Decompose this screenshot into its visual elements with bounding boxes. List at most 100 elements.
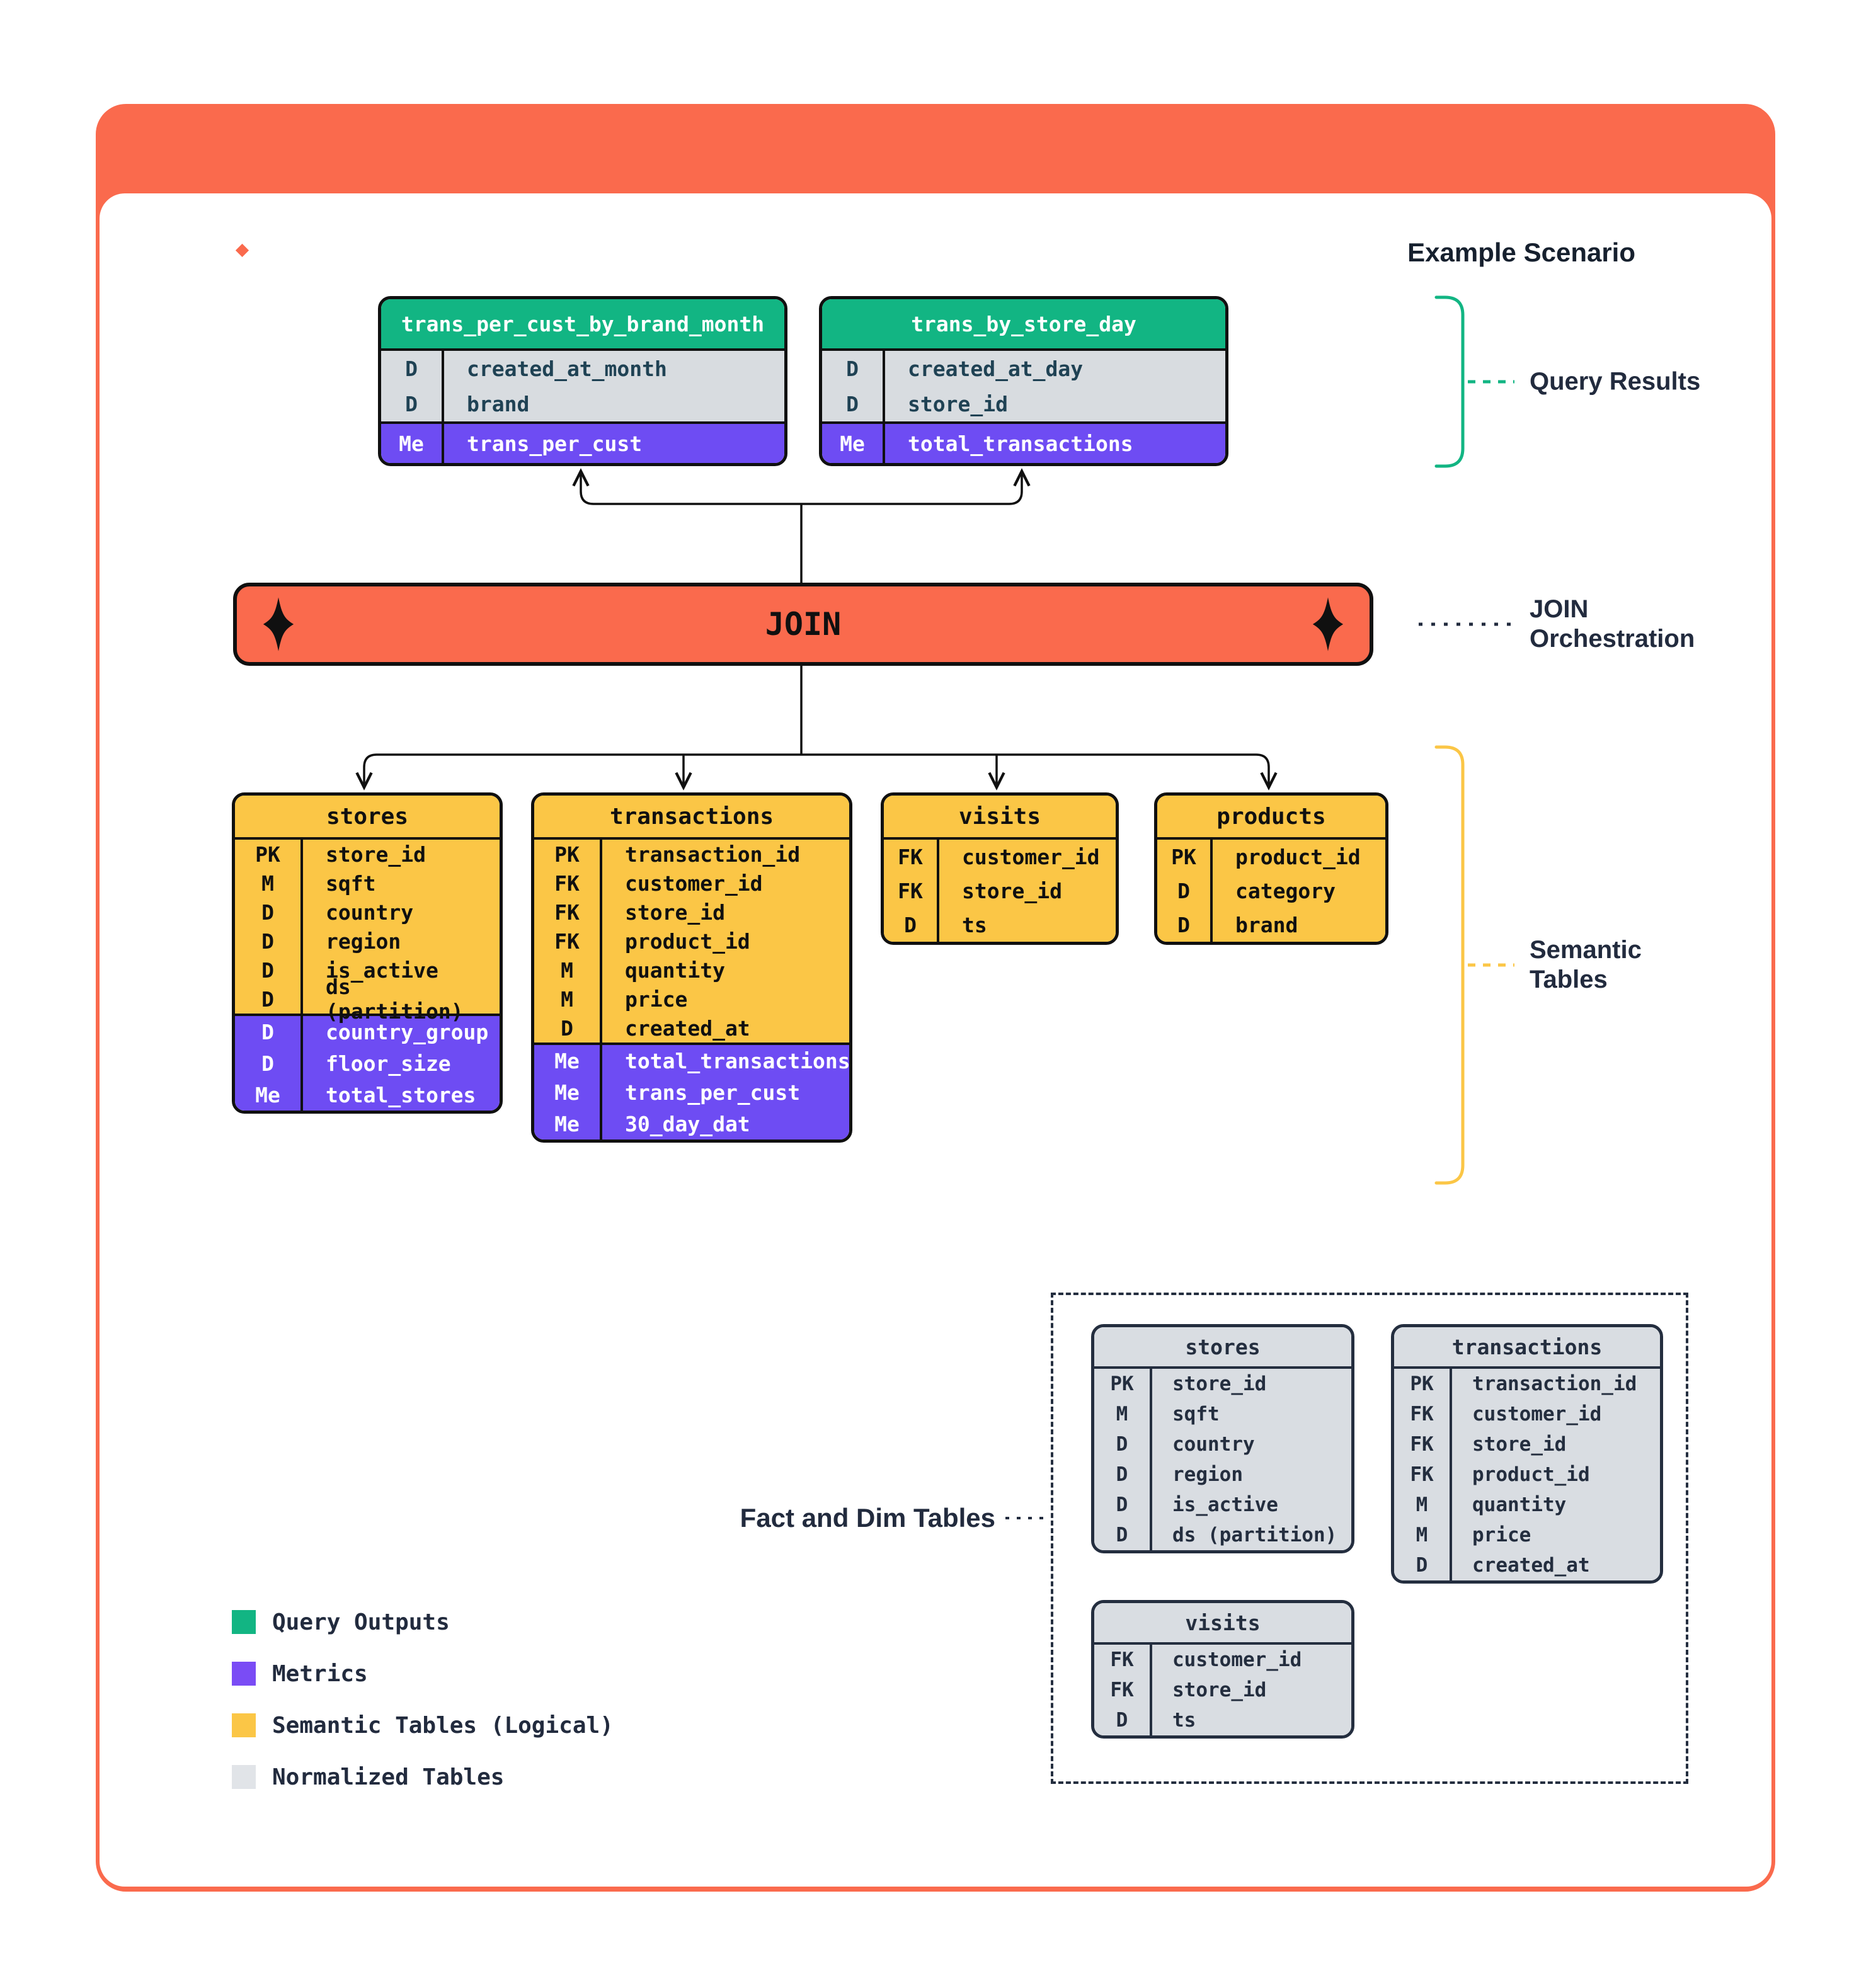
legend-swatch-gray xyxy=(232,1765,256,1789)
row-key: M xyxy=(235,869,303,898)
legend-swatch-green xyxy=(232,1610,256,1634)
row-key: M xyxy=(534,956,602,985)
row-key: PK xyxy=(1157,840,1213,874)
sparkle-diamond-icon xyxy=(263,597,294,651)
table-row: FK customer_id xyxy=(534,869,849,898)
row-key: FK xyxy=(534,898,602,927)
row-key: M xyxy=(1394,1490,1452,1520)
row-field: total_stores xyxy=(326,1082,476,1107)
row-field: total_transactions xyxy=(625,1048,850,1073)
row-field: sqft xyxy=(1172,1403,1220,1425)
row-field: quantity xyxy=(1472,1494,1567,1516)
row-key: D xyxy=(822,351,885,386)
row-key: D xyxy=(1094,1460,1152,1490)
table-row: PK product_id xyxy=(1157,840,1385,874)
row-key: M xyxy=(534,985,602,1014)
table-row: Me total_transactions xyxy=(534,1043,849,1077)
row-key: FK xyxy=(1394,1460,1452,1490)
table-row: FK store_id xyxy=(884,874,1116,908)
row-field: ts xyxy=(962,912,987,937)
legend-swatch-yellow xyxy=(232,1713,256,1737)
row-key: D xyxy=(1094,1490,1152,1520)
row-field: category xyxy=(1235,878,1336,903)
query-results-label: Query Results xyxy=(1530,367,1701,396)
row-key: FK xyxy=(1094,1675,1152,1705)
row-key: FK xyxy=(884,874,939,908)
legend-swatch-purple xyxy=(232,1662,256,1686)
table-title: trans_by_store_day xyxy=(822,299,1225,351)
row-field: store_id xyxy=(1172,1679,1267,1701)
row-field: quantity xyxy=(625,957,725,983)
table-row: Me total_stores xyxy=(235,1079,500,1111)
row-key: PK xyxy=(1094,1369,1152,1399)
row-key: Me xyxy=(381,424,444,463)
row-field: is_active xyxy=(326,957,438,983)
row-field: product_id xyxy=(1235,844,1361,869)
row-key: D xyxy=(235,1048,303,1079)
pinwheel-x-logo-icon xyxy=(218,224,266,277)
row-key: M xyxy=(1394,1520,1452,1550)
table-title: products xyxy=(1157,796,1385,840)
row-key: M xyxy=(1094,1399,1152,1429)
row-field: transaction_id xyxy=(625,842,801,867)
row-field: customer_id xyxy=(1472,1403,1602,1425)
fact-dim-tables-label: Fact and Dim Tables xyxy=(740,1503,995,1533)
row-key: FK xyxy=(534,869,602,898)
row-field: store_id xyxy=(962,878,1062,903)
row-key: D xyxy=(1094,1705,1152,1735)
sparkle-diamond-icon xyxy=(1312,597,1344,651)
row-field: product_id xyxy=(625,928,750,954)
row-field: price xyxy=(1472,1524,1531,1546)
join-label: JOIN xyxy=(765,606,842,643)
row-field: brand xyxy=(1235,912,1298,937)
row-key: Me xyxy=(534,1108,602,1140)
table-title: visits xyxy=(1094,1603,1351,1645)
row-field: created_at_day xyxy=(908,356,1084,381)
row-key: D xyxy=(534,1014,602,1043)
row-field: total_transactions xyxy=(908,431,1133,456)
row-field: ts xyxy=(1172,1709,1196,1732)
row-key: D xyxy=(235,985,303,1014)
row-key: D xyxy=(235,1016,303,1048)
row-field: customer_id xyxy=(625,871,763,896)
row-field: created_at xyxy=(625,1015,750,1041)
row-field: price xyxy=(625,986,688,1012)
row-field: is_active xyxy=(1172,1494,1278,1516)
row-field: created_at xyxy=(1472,1554,1590,1577)
table-title: transactions xyxy=(534,796,849,840)
join-orchestration-bar: JOIN xyxy=(233,583,1373,666)
row-field: store_id xyxy=(326,842,426,867)
row-key: D xyxy=(381,386,444,421)
row-key: Me xyxy=(235,1079,303,1111)
table-title: stores xyxy=(1094,1327,1351,1369)
row-key: FK xyxy=(1394,1399,1452,1429)
row-key: Me xyxy=(534,1045,602,1077)
row-field: country_group xyxy=(326,1019,489,1044)
